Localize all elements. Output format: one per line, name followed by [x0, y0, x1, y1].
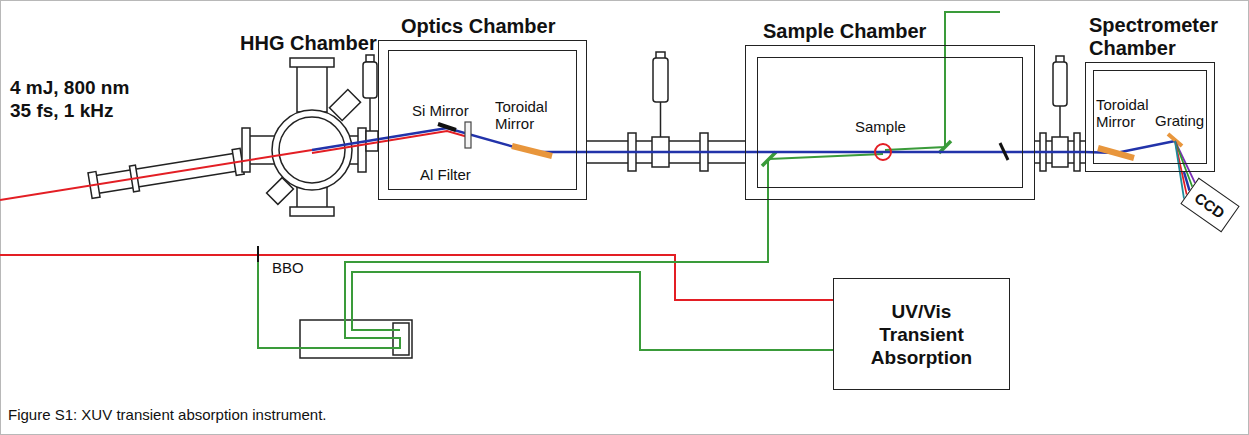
- uvvis-box: UV/Vis Transient Absorption: [833, 278, 1010, 390]
- gate-valve: [369, 98, 371, 131]
- beam-pipe: [653, 58, 668, 102]
- laser-beam: [0, 131, 833, 300]
- beam-pipe: [660, 102, 662, 137]
- sample-spot: [875, 144, 891, 160]
- xuv-beam: [312, 128, 1175, 153]
- part-name: Sample: [855, 118, 906, 135]
- bbo-crystal: [257, 246, 259, 264]
- laser-beam: [0, 150, 312, 200]
- beam-pipe: [587, 52, 745, 171]
- hhg-chamber-body: [242, 128, 250, 172]
- beam-block: [1000, 143, 1008, 160]
- toroidal-mirror: [1098, 148, 1134, 158]
- dispersed-beams: [1175, 141, 1184, 199]
- part-name: Toroidal Mirror: [495, 98, 575, 132]
- gate-valve: [366, 131, 378, 151]
- gate-valve: [363, 62, 377, 98]
- xuv-beam-connector: [1035, 151, 1085, 154]
- beam-pipe: [1053, 62, 1067, 106]
- hhg-chamber-body: [290, 207, 334, 216]
- hhg-chamber-body: [242, 58, 366, 216]
- xuv-beam-connector: [1184, 172, 1190, 191]
- part-name: Al Filter: [420, 166, 471, 183]
- chamber-heading: Sample Chamber: [763, 20, 926, 43]
- chamber-heading: Spectrometer Chamber: [1089, 14, 1239, 60]
- detector-label: CCD: [1192, 189, 1228, 222]
- box-label: UV/Vis Transient Absorption: [863, 300, 981, 369]
- laser-beam: [312, 131, 468, 153]
- hhg-chamber-body: [358, 128, 366, 172]
- probe-beam: [769, 154, 883, 159]
- al-filter: [465, 122, 471, 148]
- xuv-beam: [312, 141, 366, 150]
- ccd-detector: CCD: [1180, 178, 1239, 233]
- part-name: Si Mirror: [412, 102, 469, 119]
- gate-valve: [363, 55, 378, 151]
- beam-pipe: [1059, 106, 1061, 137]
- figure-caption: Figure S1: XUV transient absorption inst…: [8, 406, 327, 424]
- hhg-chamber: HHG Chamber: [240, 58, 366, 218]
- green-mirror: [762, 152, 776, 166]
- xuv-beam-connector: [587, 151, 745, 154]
- part-name: Grating: [1155, 112, 1204, 129]
- hhg-chamber-body: [297, 66, 327, 112]
- laser-spec: 4 mJ, 800 nm 35 fs, 1 kHz: [10, 76, 150, 122]
- xuv-beam: [378, 128, 587, 152]
- part-name: Toroidal Mirror: [1096, 96, 1156, 130]
- xuv-beam-connector: [366, 139, 378, 141]
- si-mirror: [438, 124, 456, 130]
- hhg-chamber-body: [290, 58, 334, 67]
- chamber-heading: HHG Chamber: [240, 32, 377, 55]
- chamber-heading: Optics Chamber: [401, 15, 555, 38]
- probe-beam: [258, 159, 768, 348]
- beam-pipe: [1035, 56, 1085, 171]
- gate-valve: [366, 55, 374, 62]
- inner-wall: [388, 50, 577, 190]
- toroidal-mirror: [512, 146, 552, 156]
- part-name: BBO: [272, 259, 304, 276]
- probe-beam: [352, 272, 833, 350]
- optics-chamber: Optics Chamber: [378, 40, 587, 200]
